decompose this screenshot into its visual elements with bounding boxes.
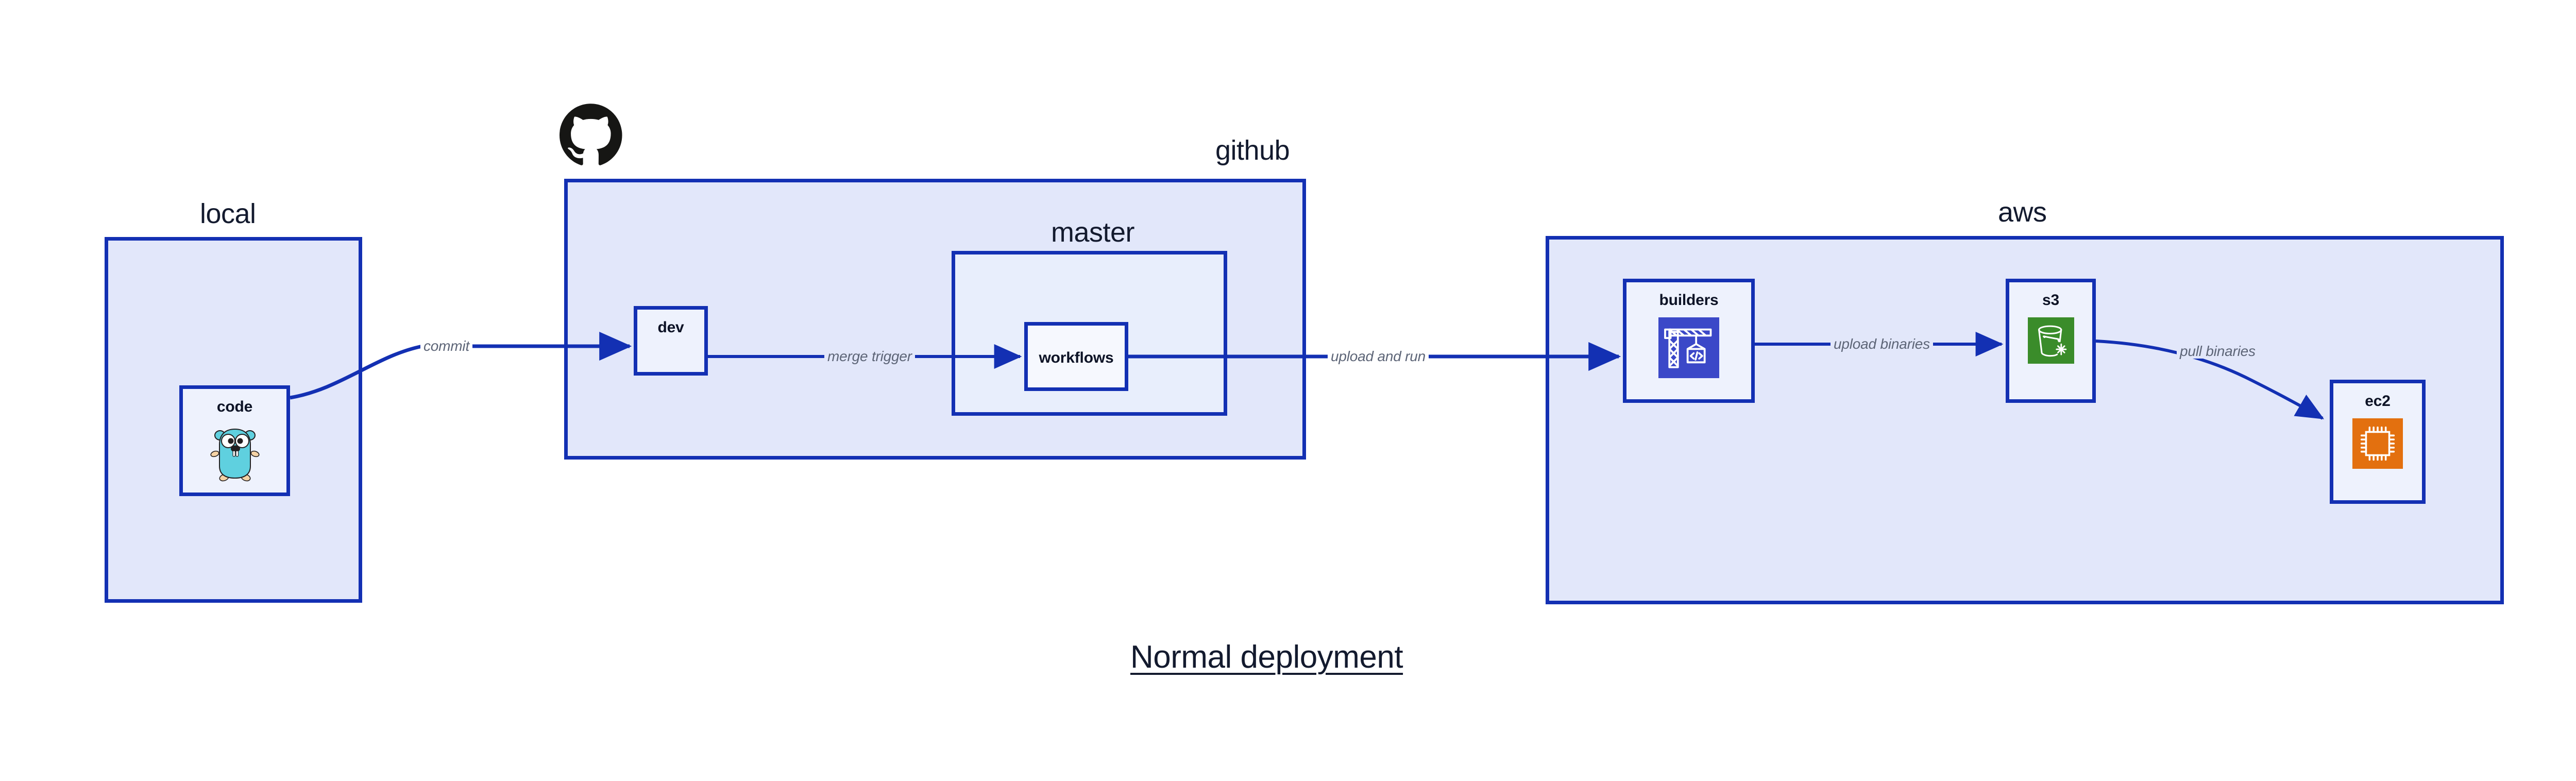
node-builders[interactable]: builders <box>1623 279 1755 403</box>
cpu-chip-icon <box>2352 418 2403 471</box>
crane-code-icon <box>1658 317 1719 381</box>
edge-label-merge-trigger: merge trigger <box>824 349 915 364</box>
node-label-dev: dev <box>657 319 684 336</box>
github-octocat-icon <box>560 103 622 168</box>
node-s3[interactable]: s3 <box>2006 279 2096 403</box>
node-label-s3: s3 <box>2042 292 2059 309</box>
group-label-aws: aws <box>1998 197 2047 228</box>
node-label-builders: builders <box>1659 292 1719 309</box>
edge-label-commit: commit <box>420 339 473 353</box>
node-code[interactable]: code <box>179 385 290 496</box>
group-label-github: github <box>1215 135 1290 166</box>
go-gopher-icon <box>210 424 260 484</box>
edge-label-upload-and-run: upload and run <box>1328 349 1429 364</box>
node-dev[interactable]: dev <box>634 306 708 376</box>
node-label-code: code <box>216 398 253 415</box>
group-label-local: local <box>200 198 256 229</box>
node-ec2[interactable]: ec2 <box>2330 380 2426 504</box>
s3-bucket-icon <box>2027 317 2074 366</box>
node-workflows[interactable]: workflows <box>1024 322 1128 391</box>
edge-label-upload-binaries: upload binaries <box>1831 337 1933 351</box>
node-label-workflows: workflows <box>1039 349 1114 366</box>
node-label-ec2: ec2 <box>2365 393 2391 410</box>
diagram-title: Normal deployment <box>1130 639 1403 675</box>
group-label-master: master <box>1051 217 1135 248</box>
edge-label-pull-binaries: pull binaries <box>2177 344 2259 359</box>
